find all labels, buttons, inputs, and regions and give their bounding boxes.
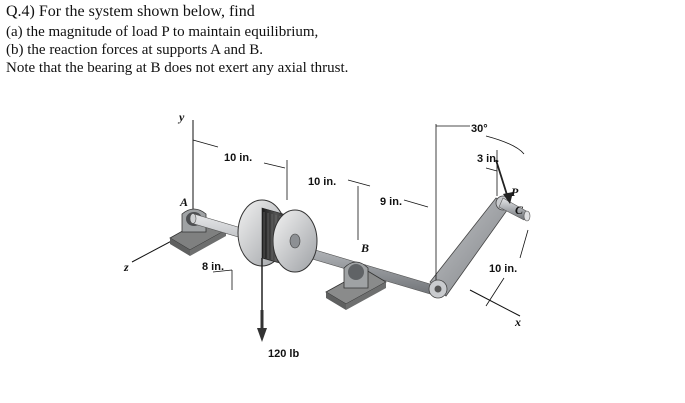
support-a-label: A bbox=[179, 195, 188, 209]
weight-label: 120 lb bbox=[268, 348, 299, 360]
load-p-label: P bbox=[511, 185, 519, 199]
x-axis-label: x bbox=[514, 315, 521, 329]
dim-b-to-crank: 9 in. bbox=[380, 196, 402, 208]
question-title: Q.4) For the system shown below, find bbox=[6, 3, 255, 20]
crank-handle bbox=[498, 197, 529, 221]
load-arrow-head bbox=[257, 328, 267, 342]
point-c-label: C bbox=[515, 203, 524, 217]
question-part-b: (b) the reaction forces at supports A an… bbox=[6, 42, 264, 58]
angle-label: 30° bbox=[471, 123, 488, 135]
crank bbox=[428, 195, 531, 299]
dim-p-offset: 3 in. bbox=[477, 153, 499, 165]
problem-statement: Q.4) For the system shown below, find (a… bbox=[6, 3, 446, 77]
dimension-lines bbox=[192, 124, 529, 307]
x-axis-line bbox=[469, 289, 521, 317]
dim-a-to-drum: 10 in. bbox=[224, 152, 252, 164]
dim-a-left-leader bbox=[192, 139, 219, 148]
dim-drum-to-b: 10 in. bbox=[308, 176, 336, 188]
dim-b-right-leader bbox=[347, 179, 371, 187]
angle-arc bbox=[485, 135, 525, 155]
dim-crank-length: 10 in. bbox=[489, 263, 517, 275]
support-b: B bbox=[325, 241, 387, 310]
question-part-a: (a) the magnitude of load P to maintain … bbox=[6, 24, 319, 40]
dim-crank-leader bbox=[403, 199, 429, 208]
radius-dim-top bbox=[212, 269, 233, 273]
dim-a-right-leader bbox=[263, 162, 286, 169]
load-p: P C bbox=[495, 150, 524, 217]
dimension-labels: 10 in. 10 in. 9 in. 8 in. 10 in. 3 in. 3… bbox=[202, 123, 517, 275]
question-note: Note that the bearing at B does not exer… bbox=[6, 60, 349, 76]
cable-load: 120 lb bbox=[257, 258, 299, 360]
crank-length-dim-top bbox=[519, 229, 529, 259]
support-b-label: B bbox=[360, 241, 369, 255]
dim-drum-radius: 8 in. bbox=[202, 261, 224, 273]
z-axis-label: z bbox=[123, 260, 129, 274]
p-offset-dim bbox=[485, 167, 498, 172]
drum bbox=[237, 199, 318, 273]
y-axis-label: y bbox=[177, 110, 185, 124]
crank-length-dim-bottom bbox=[485, 277, 505, 307]
